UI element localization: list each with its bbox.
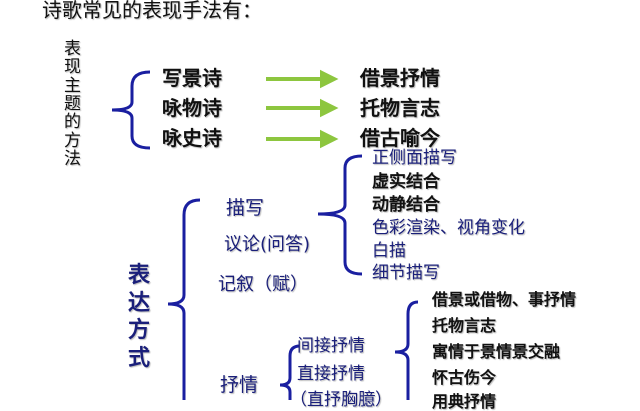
theme-method-1: 借景抒情: [360, 66, 440, 90]
description-method-6: 细节描写: [372, 263, 440, 283]
lyric-type-3: （直抒胸臆）: [290, 390, 392, 410]
expression-item-3: 记叙（赋）: [218, 274, 308, 295]
indirect-method-4: 怀古伤今: [432, 368, 497, 387]
theme-type-1: 写景诗: [162, 66, 222, 90]
page-title: 诗歌常见的表现手法有：: [42, 0, 262, 22]
indirect-brace: [394, 300, 419, 400]
arrow-head-1: [320, 69, 339, 89]
expression-brace: [167, 198, 201, 400]
theme-brace: [111, 70, 151, 150]
indirect-method-3: 寓情于景情景交融: [432, 342, 561, 361]
description-method-2: 虚实结合: [372, 172, 440, 192]
description-method-1: 正侧面描写: [372, 148, 457, 168]
description-brace: [317, 154, 363, 276]
expression-item-2: 议论(问答): [224, 234, 311, 255]
theme-label: 表现主题的方法: [64, 39, 81, 170]
expression-label: 表达方式: [128, 263, 151, 371]
arrow-head-2: [320, 98, 339, 118]
arrow-head-3: [320, 129, 339, 149]
indirect-method-2: 托物言志: [432, 316, 497, 335]
lyric-type-1: 间接抒情: [297, 336, 365, 356]
theme-type-2: 咏物诗: [162, 96, 222, 120]
description-method-4: 色彩渲染、视角变化: [372, 218, 525, 238]
description-method-5: 白描: [372, 241, 406, 261]
expression-item-4: 抒情: [220, 374, 259, 396]
lyric-type-2: 直接抒情: [297, 364, 365, 384]
theme-method-3: 借古喻今: [360, 126, 440, 150]
expression-item-1: 描写: [226, 197, 265, 219]
description-method-3: 动静结合: [372, 195, 440, 215]
lyric-brace: [279, 344, 301, 400]
indirect-method-1: 借景或借物、事抒情: [432, 290, 577, 309]
connector-lines: [111, 69, 419, 400]
theme-type-3: 咏史诗: [162, 126, 222, 150]
indirect-method-5: 用典抒情: [432, 392, 497, 411]
theme-method-2: 托物言志: [360, 96, 440, 120]
